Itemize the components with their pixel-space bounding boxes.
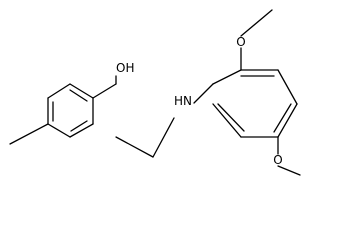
- bond: [217, 103, 245, 132]
- bond: [115, 136, 154, 158]
- hydroxyl-label: OH: [116, 61, 134, 75]
- amine-label: HN: [174, 94, 192, 108]
- chemical-structure: OH HN O O: [9, 9, 301, 176]
- bond: [240, 9, 273, 37]
- bond: [70, 120, 88, 132]
- bond: [69, 123, 94, 138]
- bond: [69, 89, 88, 102]
- bond: [277, 165, 301, 176]
- bond: [193, 83, 214, 104]
- bond: [69, 83, 94, 99]
- bond: [47, 83, 71, 99]
- bond: [277, 69, 298, 105]
- bond: [277, 103, 298, 138]
- bond: [212, 103, 242, 138]
- bond: [152, 117, 175, 158]
- bond: [212, 69, 242, 85]
- bond: [9, 123, 49, 145]
- bond: [273, 103, 292, 133]
- bond-lines: [9, 9, 301, 176]
- methoxy-top-oxygen-label: O: [236, 35, 245, 49]
- bond: [47, 123, 71, 138]
- bond: [92, 83, 117, 99]
- methoxy-bottom-oxygen-label: O: [273, 153, 282, 167]
